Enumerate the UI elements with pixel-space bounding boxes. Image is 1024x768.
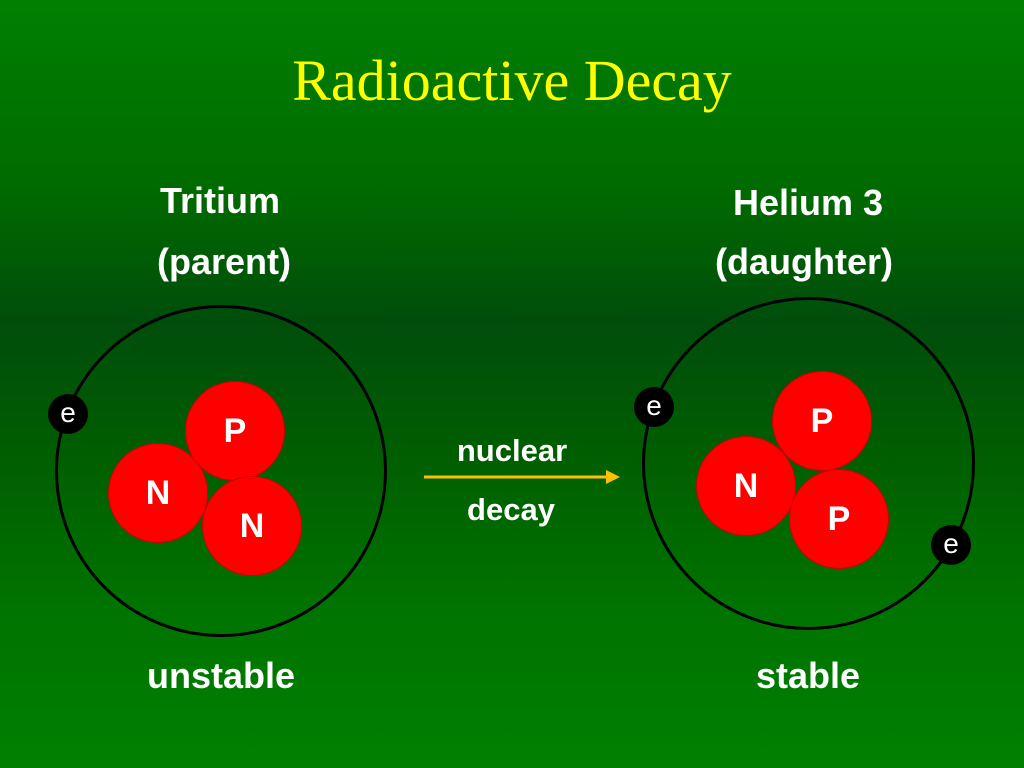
arrow-label-bottom: decay	[467, 492, 555, 527]
helium3-proton: P	[773, 372, 871, 470]
slide-title: Radioactive Decay	[292, 48, 732, 113]
daughter-role: (daughter)	[715, 241, 893, 282]
tritium-electron: e	[48, 394, 88, 434]
arrow-label-top: nuclear	[456, 433, 568, 468]
parent-role: (parent)	[157, 241, 291, 282]
daughter-stability: stable	[755, 655, 861, 696]
tritium-neutron: N	[109, 444, 207, 542]
parent-name: Tritium	[159, 180, 280, 221]
tritium-neutron: N	[203, 477, 301, 575]
parent-stability: unstable	[146, 655, 296, 696]
helium3-neutron: N	[697, 437, 795, 535]
helium3-proton: P	[790, 470, 888, 568]
helium3-electron: e	[634, 387, 674, 427]
helium3-electron-shell	[642, 297, 975, 630]
tritium-proton: P	[186, 382, 284, 480]
tritium-electron-shell	[55, 305, 387, 637]
helium3-electron: e	[931, 525, 971, 565]
daughter-name: Helium 3	[732, 182, 884, 223]
